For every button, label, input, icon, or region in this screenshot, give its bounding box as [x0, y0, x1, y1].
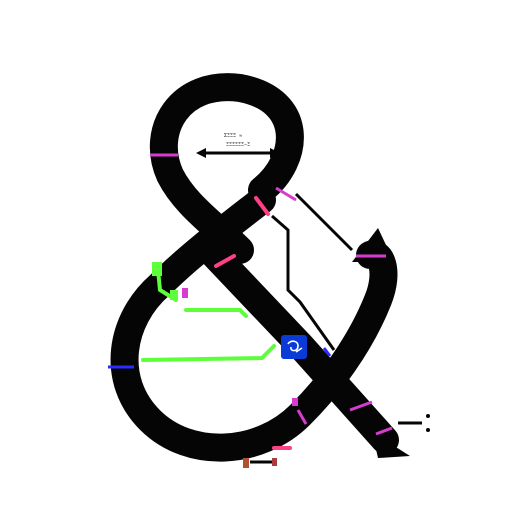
pink-accents	[214, 196, 292, 450]
green-block	[170, 290, 178, 300]
ampersand-strokes	[110, 73, 399, 462]
green-line-lower	[141, 344, 276, 362]
thin-diagonal	[294, 192, 354, 252]
magenta-tick	[275, 186, 297, 202]
bottom-ornament	[272, 458, 277, 466]
dot	[426, 414, 430, 418]
blue-badge	[281, 335, 307, 359]
pink-tick	[254, 196, 270, 216]
tiny-text-line-2: ΞΞΞΞΞΞ∽Ξ	[226, 142, 251, 148]
blue-tick-right	[322, 347, 332, 357]
dot	[426, 428, 430, 432]
magenta-block	[182, 288, 188, 298]
magenta-block	[292, 398, 298, 406]
upper-loop	[149, 73, 304, 264]
tiny-text-line-1: ΣΞΞΞ ≈	[224, 133, 243, 139]
thin-route	[271, 214, 336, 351]
swirl-icon	[287, 340, 303, 353]
green-line-upper	[184, 308, 248, 318]
magenta-tick	[349, 400, 373, 412]
lower-bowl	[110, 186, 398, 462]
green-block	[152, 262, 162, 276]
magenta-tick	[296, 409, 308, 425]
upper-right-arrowhead	[352, 228, 394, 262]
pink-tick	[214, 254, 236, 268]
lower-right-arrowhead	[372, 432, 410, 458]
thin-connectors	[200, 151, 422, 464]
top-arrow-head-left	[196, 148, 206, 158]
magenta-tick	[375, 426, 393, 436]
magenta-ticks	[150, 153, 393, 436]
bottom-ornament	[243, 458, 249, 468]
top-arrow-head-right	[270, 148, 280, 158]
